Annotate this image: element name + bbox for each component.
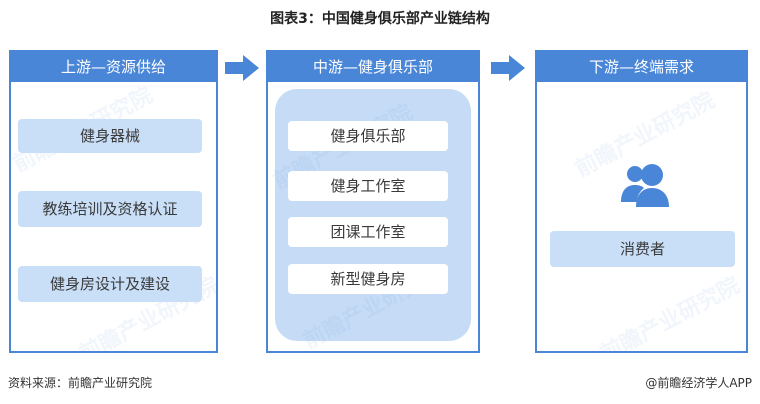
upstream-item-training: 教练培训及资格认证 xyxy=(18,191,202,227)
midstream-item-studio: 健身工作室 xyxy=(288,171,448,201)
arrow-right-icon xyxy=(491,55,525,81)
people-icon xyxy=(621,164,669,207)
arrow-right-icon xyxy=(225,55,259,81)
upstream-header: 上游—资源供给 xyxy=(11,52,216,82)
upstream-item-design: 健身房设计及建设 xyxy=(18,266,202,302)
downstream-column: 下游—终端需求 前瞻产业研究院 前瞻产业研究院 消费者 xyxy=(535,50,748,353)
source-note: 资料来源：前瞻产业研究院 xyxy=(8,376,153,390)
midstream-panel: 前瞻产业研究院 前瞻产业研究院 健身俱乐部 健身工作室 团课工作室 新型健身房 xyxy=(269,89,471,351)
upstream-item-equipment: 健身器械 xyxy=(18,119,202,153)
midstream-item-club: 健身俱乐部 xyxy=(288,121,448,151)
midstream-item-new-gym: 新型健身房 xyxy=(288,264,448,294)
downstream-item-consumer: 消费者 xyxy=(550,231,735,267)
chart-title: 图表3：中国健身俱乐部产业链结构 xyxy=(270,11,490,27)
midstream-item-group-class: 团课工作室 xyxy=(288,217,448,247)
midstream-header: 中游—健身俱乐部 xyxy=(268,52,478,82)
upstream-column: 上游—资源供给 前瞻产业研究院 前瞻产业研究院 健身器械 教练培训及资格认证 健… xyxy=(9,50,218,353)
watermark: 前瞻产业研究院 xyxy=(596,273,745,353)
downstream-header: 下游—终端需求 xyxy=(537,52,746,82)
midstream-column: 中游—健身俱乐部 前瞻产业研究院 前瞻产业研究院 健身俱乐部 健身工作室 团课工… xyxy=(266,50,480,353)
credit-note: @前瞻经济学人APP xyxy=(645,376,752,390)
